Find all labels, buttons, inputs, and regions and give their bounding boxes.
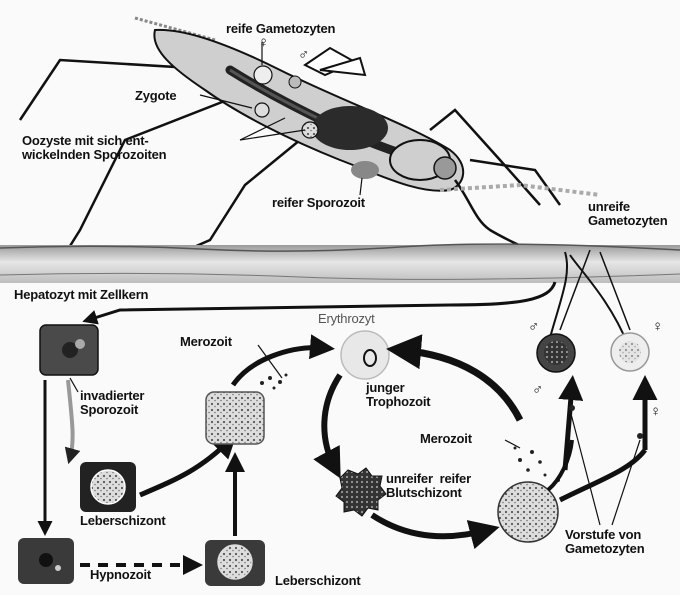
label-blood-schizont: unreifer reifer Blutschizont [386,472,471,500]
skin-layer [0,244,680,283]
immature-male-gametocyte [537,334,575,372]
label-merozoite-left: Merozoit [180,335,232,349]
label-precursor-gametocytes: Vorstufe von Gametozyten [565,528,644,556]
label-merozoite-right: Merozoit [420,432,472,446]
male-symbol-top: ♂ [298,48,309,62]
liver-schizont-bottom [205,540,265,586]
male-symbol-right: ♂ [528,320,539,334]
hepatocyte-cell [40,325,98,375]
label-zygote: Zygote [135,89,176,103]
label-invaded-sporozoite: invadierter Sporozoit [80,389,144,417]
female-symbol-mid: ♀ [650,405,661,419]
label-immature-gametocytes: unreife Gametozyten [588,200,667,228]
label-oocyst: Oozyste mit sich ent- wickelnden Sporozo… [22,134,166,162]
female-symbol-right: ♀ [652,320,663,334]
hypnozoite-cell [18,538,74,584]
label-liver-schizont-left: Leberschizont [80,514,166,528]
liver-schizont-left [80,462,136,512]
label-liver-schizont-bottom: Leberschizont [275,574,361,588]
label-mature-sporozoite: reifer Sporozoit [272,196,365,210]
label-young-trophozoite: junger Trophozoit [366,381,430,409]
merozoite-cell [206,392,264,444]
label-mature-gametocytes: reife Gametozyten [226,22,335,36]
immature-blood-schizont [336,468,386,516]
erythrocyte-cell [341,331,389,379]
immature-female-gametocyte [611,333,649,371]
label-erythrocyte: Erythrozyt [318,312,375,326]
female-symbol-top: ♀ [258,36,269,50]
male-symbol-mid: ♂ [532,383,543,397]
label-hepatocyte: Hepatozyt mit Zellkern [14,288,148,302]
label-hypnozoite: Hypnozoit [90,568,151,582]
